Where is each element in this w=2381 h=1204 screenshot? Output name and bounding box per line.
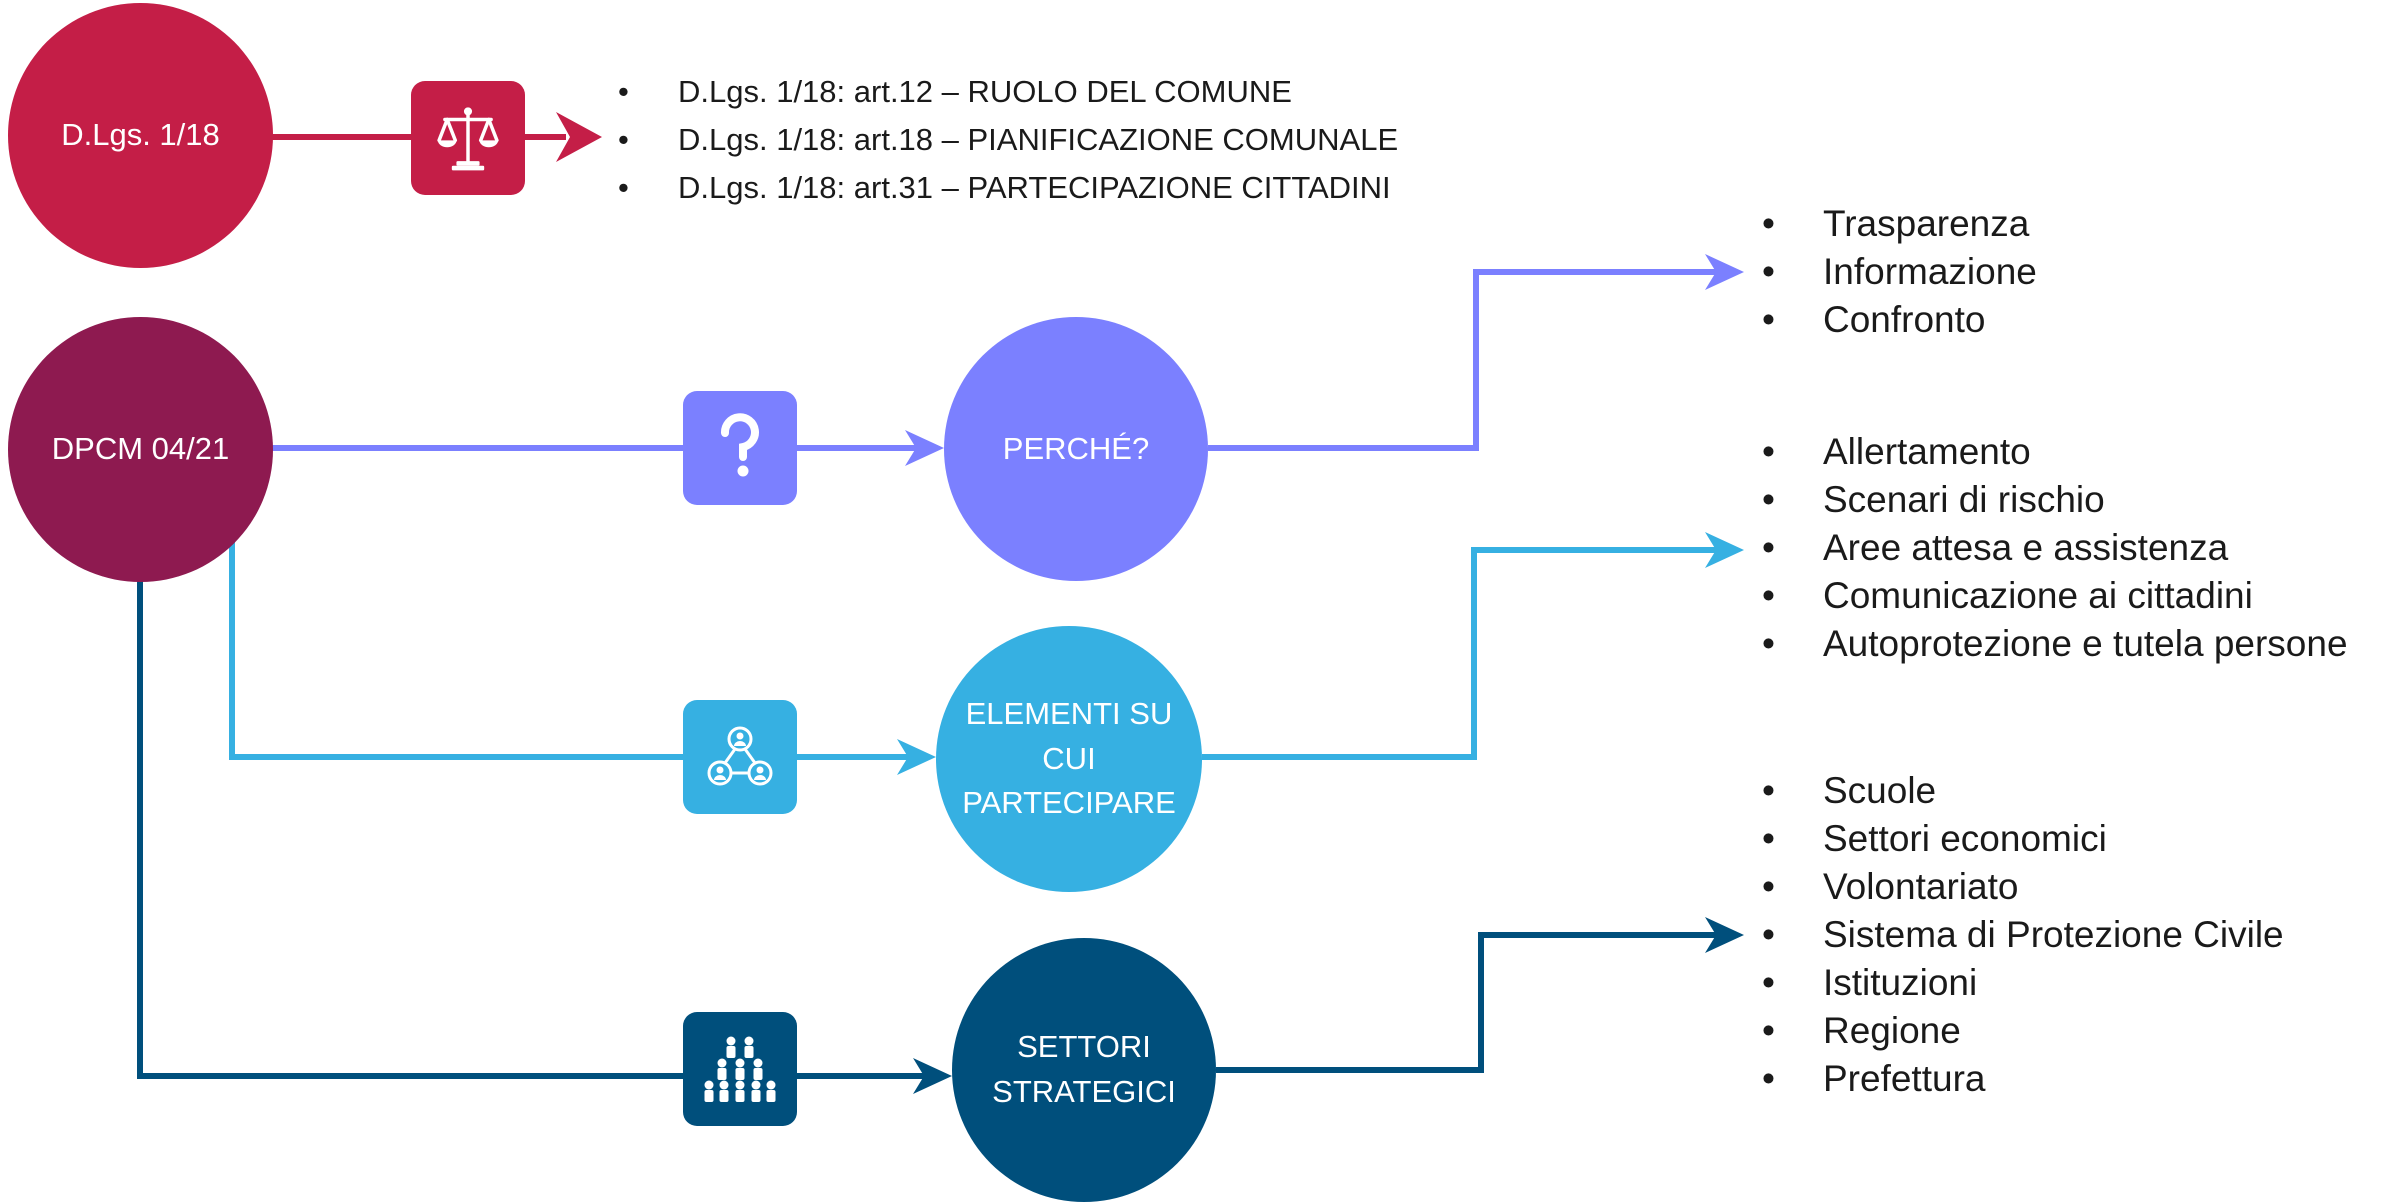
- law-node-label: D.Lgs. 1/18: [61, 117, 220, 153]
- sectors-connector-in: [137, 578, 928, 1079]
- law-arrowhead: [556, 112, 602, 162]
- elements-node-label: ELEMENTI SU CUI PARTECIPARE: [962, 695, 1176, 821]
- sectors-connector-out: [1216, 932, 1720, 1073]
- dpcm-node: DPCM 04/21: [8, 317, 273, 582]
- why-list: Trasparenza Informazione Confronto: [1762, 200, 2037, 344]
- elements-arrowhead-out: [1705, 532, 1744, 568]
- people-network-icon: [707, 726, 773, 786]
- elements-arrowhead-in: [897, 739, 936, 775]
- list-item: Trasparenza: [1762, 200, 2037, 248]
- elements-connector-out: [1202, 547, 1720, 760]
- people-pyramid-icon: [704, 1036, 776, 1102]
- law-articles-list: D.Lgs. 1/18: art.12 – RUOLO DEL COMUNE D…: [618, 68, 1398, 212]
- list-item: Regione: [1762, 1007, 2284, 1055]
- list-item: Sistema di Protezione Civile: [1762, 911, 2284, 959]
- list-item: Confronto: [1762, 296, 2037, 344]
- list-item: Informazione: [1762, 248, 2037, 296]
- list-item: Comunicazione ai cittadini: [1762, 572, 2348, 620]
- elements-list: Allertamento Scenari di rischio Aree att…: [1762, 428, 2348, 668]
- sectors-icon-box: [683, 1012, 797, 1126]
- elements-node: ELEMENTI SU CUI PARTECIPARE: [936, 626, 1202, 892]
- sectors-arrowhead-in: [913, 1058, 952, 1094]
- why-node-label: PERCHÉ?: [1002, 430, 1150, 466]
- list-item: D.Lgs. 1/18: art.18 – PIANIFICAZIONE COM…: [618, 116, 1398, 164]
- list-item: Scuole: [1762, 767, 2284, 815]
- scales-of-justice-icon: [437, 107, 499, 171]
- why-icon-box: [683, 391, 797, 505]
- why-connector-out: [1208, 269, 1720, 451]
- sectors-list: Scuole Settori economici Volontariato Si…: [1762, 767, 2284, 1103]
- why-arrowhead-out: [1705, 254, 1744, 290]
- law-icon-box: [411, 81, 525, 195]
- list-item: Settori economici: [1762, 815, 2284, 863]
- list-item: Scenari di rischio: [1762, 476, 2348, 524]
- question-mark-icon: [721, 413, 759, 477]
- list-item: D.Lgs. 1/18: art.12 – RUOLO DEL COMUNE: [618, 68, 1398, 116]
- why-arrowhead-in: [905, 430, 944, 466]
- list-item: Autoprotezione e tutela persone: [1762, 620, 2348, 668]
- elements-icon-box: [683, 700, 797, 814]
- list-item: Aree attesa e assistenza: [1762, 524, 2348, 572]
- sectors-node-label: SETTORI STRATEGICI: [992, 1029, 1176, 1109]
- list-item: D.Lgs. 1/18: art.31 – PARTECIPAZIONE CIT…: [618, 164, 1398, 212]
- why-node: PERCHÉ?: [944, 317, 1208, 581]
- dpcm-node-label: DPCM 04/21: [51, 431, 230, 467]
- elements-connector-in: [229, 538, 912, 760]
- list-item: Allertamento: [1762, 428, 2348, 476]
- sectors-node: SETTORI STRATEGICI: [952, 938, 1216, 1202]
- list-item: Prefettura: [1762, 1055, 2284, 1103]
- sectors-arrowhead-out: [1705, 917, 1744, 953]
- law-node: D.Lgs. 1/18: [8, 3, 273, 268]
- list-item: Istituzioni: [1762, 959, 2284, 1007]
- list-item: Volontariato: [1762, 863, 2284, 911]
